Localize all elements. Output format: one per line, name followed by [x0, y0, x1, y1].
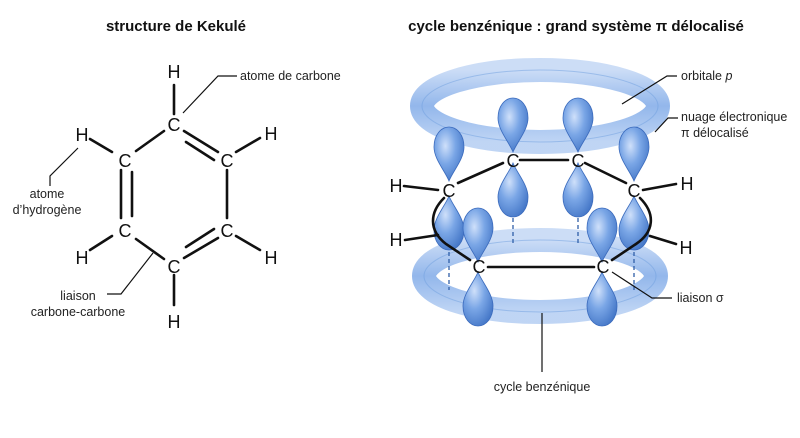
p-orbital-lobe: [462, 271, 494, 327]
carbon-atom: C: [507, 151, 520, 171]
hydrogen-atom: H: [265, 248, 278, 268]
hydrogen-atom: H: [265, 124, 278, 144]
label-cloud-2: π délocalisé: [681, 126, 749, 140]
kekule-bond-ch: [88, 137, 114, 154]
hydrogen-atom: H: [168, 312, 181, 332]
label-p-orbital-letter: p: [724, 69, 732, 83]
carbon-atom: C: [473, 257, 486, 277]
leader-line: [107, 252, 154, 295]
carbon-atom: C: [221, 221, 234, 241]
pi-cloud-lower: [412, 228, 668, 324]
label-p-orbital: orbitale p: [681, 69, 732, 83]
label-hydrogen-atom-2: d’hydrogène: [13, 203, 82, 217]
kekule-title: structure de Kekulé: [106, 18, 246, 35]
benzene-ring-title: cycle benzénique : grand système π déloc…: [408, 18, 744, 35]
p-orbital-lobe: [433, 126, 465, 182]
sigma-bond-ch: [402, 184, 440, 192]
sigma-bond-ch: [648, 234, 678, 246]
label-cloud-1: nuage électronique: [681, 110, 787, 124]
hydrogen-atom: H: [76, 125, 89, 145]
p-orbital-lobe: [562, 162, 594, 218]
leader-line: [611, 271, 672, 299]
sigma-bond-ch: [403, 233, 440, 242]
carbon-atom: C: [221, 151, 234, 171]
hydrogen-atom: H: [681, 174, 694, 194]
sigma-bonds: [402, 158, 678, 269]
leader-line: [49, 147, 79, 186]
carbon-atom: C: [168, 257, 181, 277]
carbon-atom: C: [628, 181, 641, 201]
carbon-atom: C: [119, 221, 132, 241]
sigma-bond-ch: [641, 182, 678, 192]
sigma-bond: [610, 196, 653, 262]
label-carbon-atom: atome de carbone: [240, 69, 341, 83]
leader-line: [654, 117, 678, 133]
label-benzene-ring: cycle benzénique: [494, 380, 591, 394]
label-cc-bond-1: liaison: [60, 289, 95, 303]
carbon-atom: C: [119, 151, 132, 171]
carbon-atom: C: [597, 257, 610, 277]
kekule-bond: [134, 129, 166, 153]
kekule-bond-double: [182, 236, 220, 260]
kekule-structure: C C C C C C H H H H H H: [76, 62, 278, 332]
p-orbital-lobe: [586, 271, 618, 327]
kekule-bond-ch: [234, 136, 262, 154]
kekule-bond-ch: [88, 234, 114, 252]
hydrogen-atom: H: [76, 248, 89, 268]
leader-line: [182, 75, 237, 114]
ring-carbons: C C C C C C: [443, 151, 641, 277]
label-p-orbital-prefix: orbitale: [681, 69, 725, 83]
carbon-atom: C: [168, 115, 181, 135]
pi-cloud-upper: [410, 58, 670, 154]
kekule-bond-ch: [234, 234, 262, 252]
carbon-atom: C: [443, 181, 456, 201]
label-cc-bond-2: carbone-carbone: [31, 305, 126, 319]
kekule-bond-double: [182, 129, 220, 154]
hydrogen-atom: H: [168, 62, 181, 82]
label-sigma-bond: liaison σ: [677, 291, 724, 305]
sigma-bond: [583, 161, 628, 185]
hydrogen-atom: H: [390, 176, 403, 196]
hydrogen-atom: H: [390, 230, 403, 250]
kekule-bond: [134, 237, 166, 261]
p-orbital-lobe: [618, 126, 650, 182]
label-hydrogen-atom-1: atome: [30, 187, 65, 201]
ring-hydrogens: H H H H: [390, 174, 694, 258]
kekule-bond-double: [184, 227, 216, 249]
leader-line: [621, 75, 677, 105]
sigma-bond: [431, 196, 472, 262]
sigma-bond: [456, 161, 505, 185]
hydrogen-atom: H: [680, 238, 693, 258]
p-orbital-lobe: [497, 162, 529, 218]
carbon-atom: C: [572, 151, 585, 171]
kekule-bond-double: [184, 140, 216, 162]
